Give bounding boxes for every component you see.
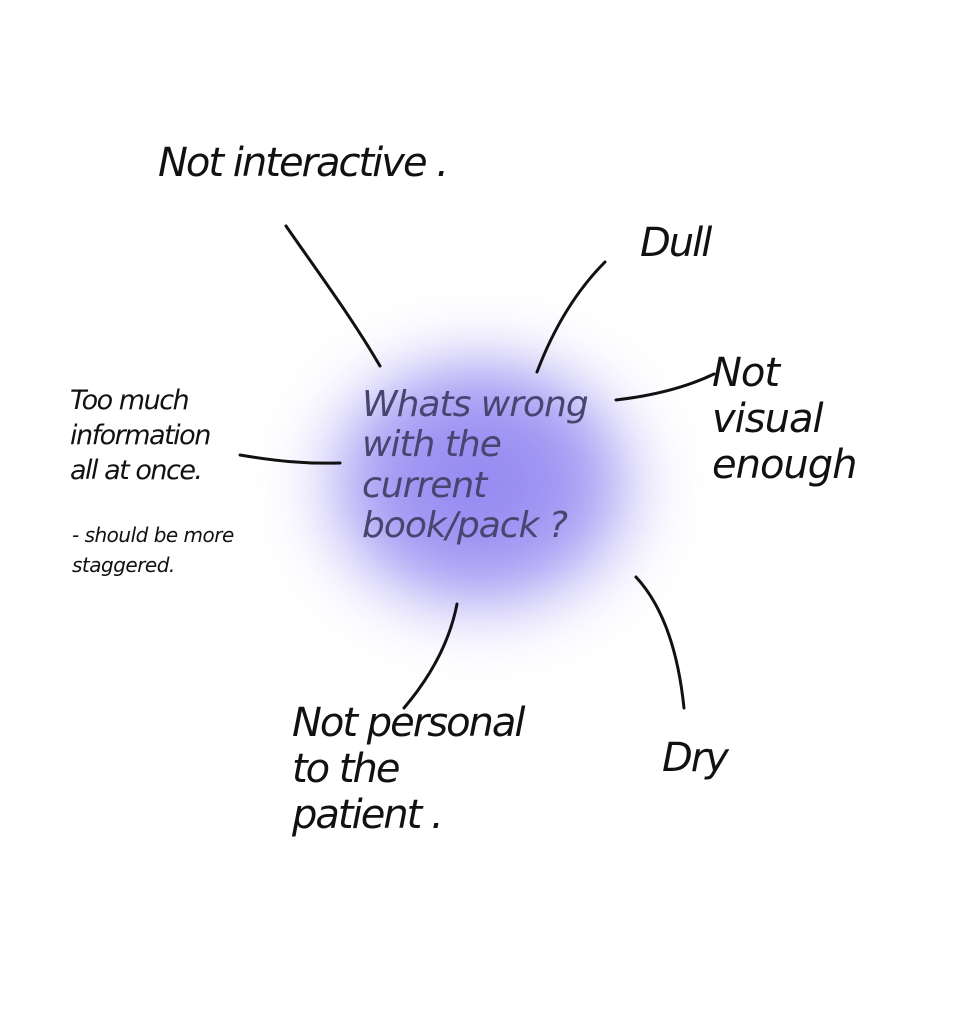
connector-not-visual: [614, 372, 716, 402]
node-dry: Dry: [662, 735, 729, 781]
central-question: Whats wrong with the current book/pack ?: [362, 384, 589, 546]
connector-dull: [535, 260, 607, 374]
node-dull: Dull: [640, 220, 712, 266]
node-too-much-information: Too much information all at once.: [70, 385, 211, 487]
connector-too-much-info: [238, 453, 342, 465]
connector-dry: [634, 575, 686, 710]
node-not-visual-enough: Not visual enough: [712, 350, 858, 488]
connector-not-personal: [402, 602, 459, 710]
center-highlight-inner: [340, 360, 620, 600]
node-not-interactive: Not interactive .: [158, 140, 449, 186]
node-not-personal: Not personal to the patient .: [292, 700, 526, 838]
connector-not-interactive: [284, 224, 382, 368]
node-too-much-information-note: - should be more staggered.: [72, 523, 234, 577]
